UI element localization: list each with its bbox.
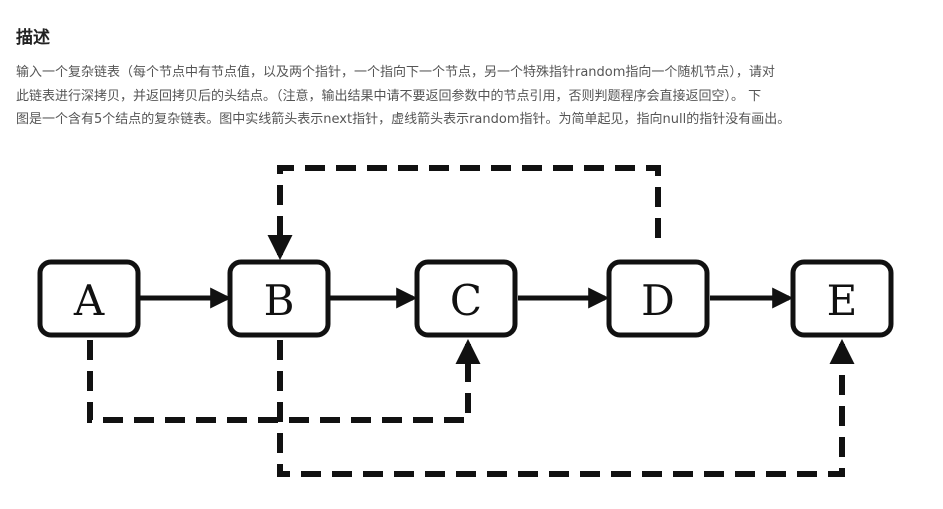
description-text: 输入一个复杂链表（每个节点中有节点值，以及两个指针，一个指向下一个节点，另一个特… [16,61,928,132]
random-edges [87,165,855,477]
node-e: E [790,259,894,338]
node-d: D [606,259,710,338]
random-edge-b-e [277,338,855,477]
node-b: B [227,259,331,338]
node-label: D [641,276,675,325]
node-a: A [37,259,141,338]
section-heading: 描述 [16,28,50,48]
description-line: 图是一个含有5个结点的复杂链表。图中实线箭头表示next指针，虚线箭头表示ran… [16,112,791,127]
node-c: C [414,259,518,338]
description-line: 此链表进行深拷贝，并返回拷贝后的头结点。（注意，输出结果中请不要返回参数中的节点… [16,88,762,104]
description-line: 输入一个复杂链表（每个节点中有节点值，以及两个指针，一个指向下一个节点，另一个特… [16,65,775,80]
node-label: B [264,276,295,325]
node-label: C [450,276,482,325]
random-edge-d-b [267,165,661,261]
random-edge-a-c [87,338,481,423]
node-label: A [73,276,105,325]
node-label: E [827,276,858,325]
